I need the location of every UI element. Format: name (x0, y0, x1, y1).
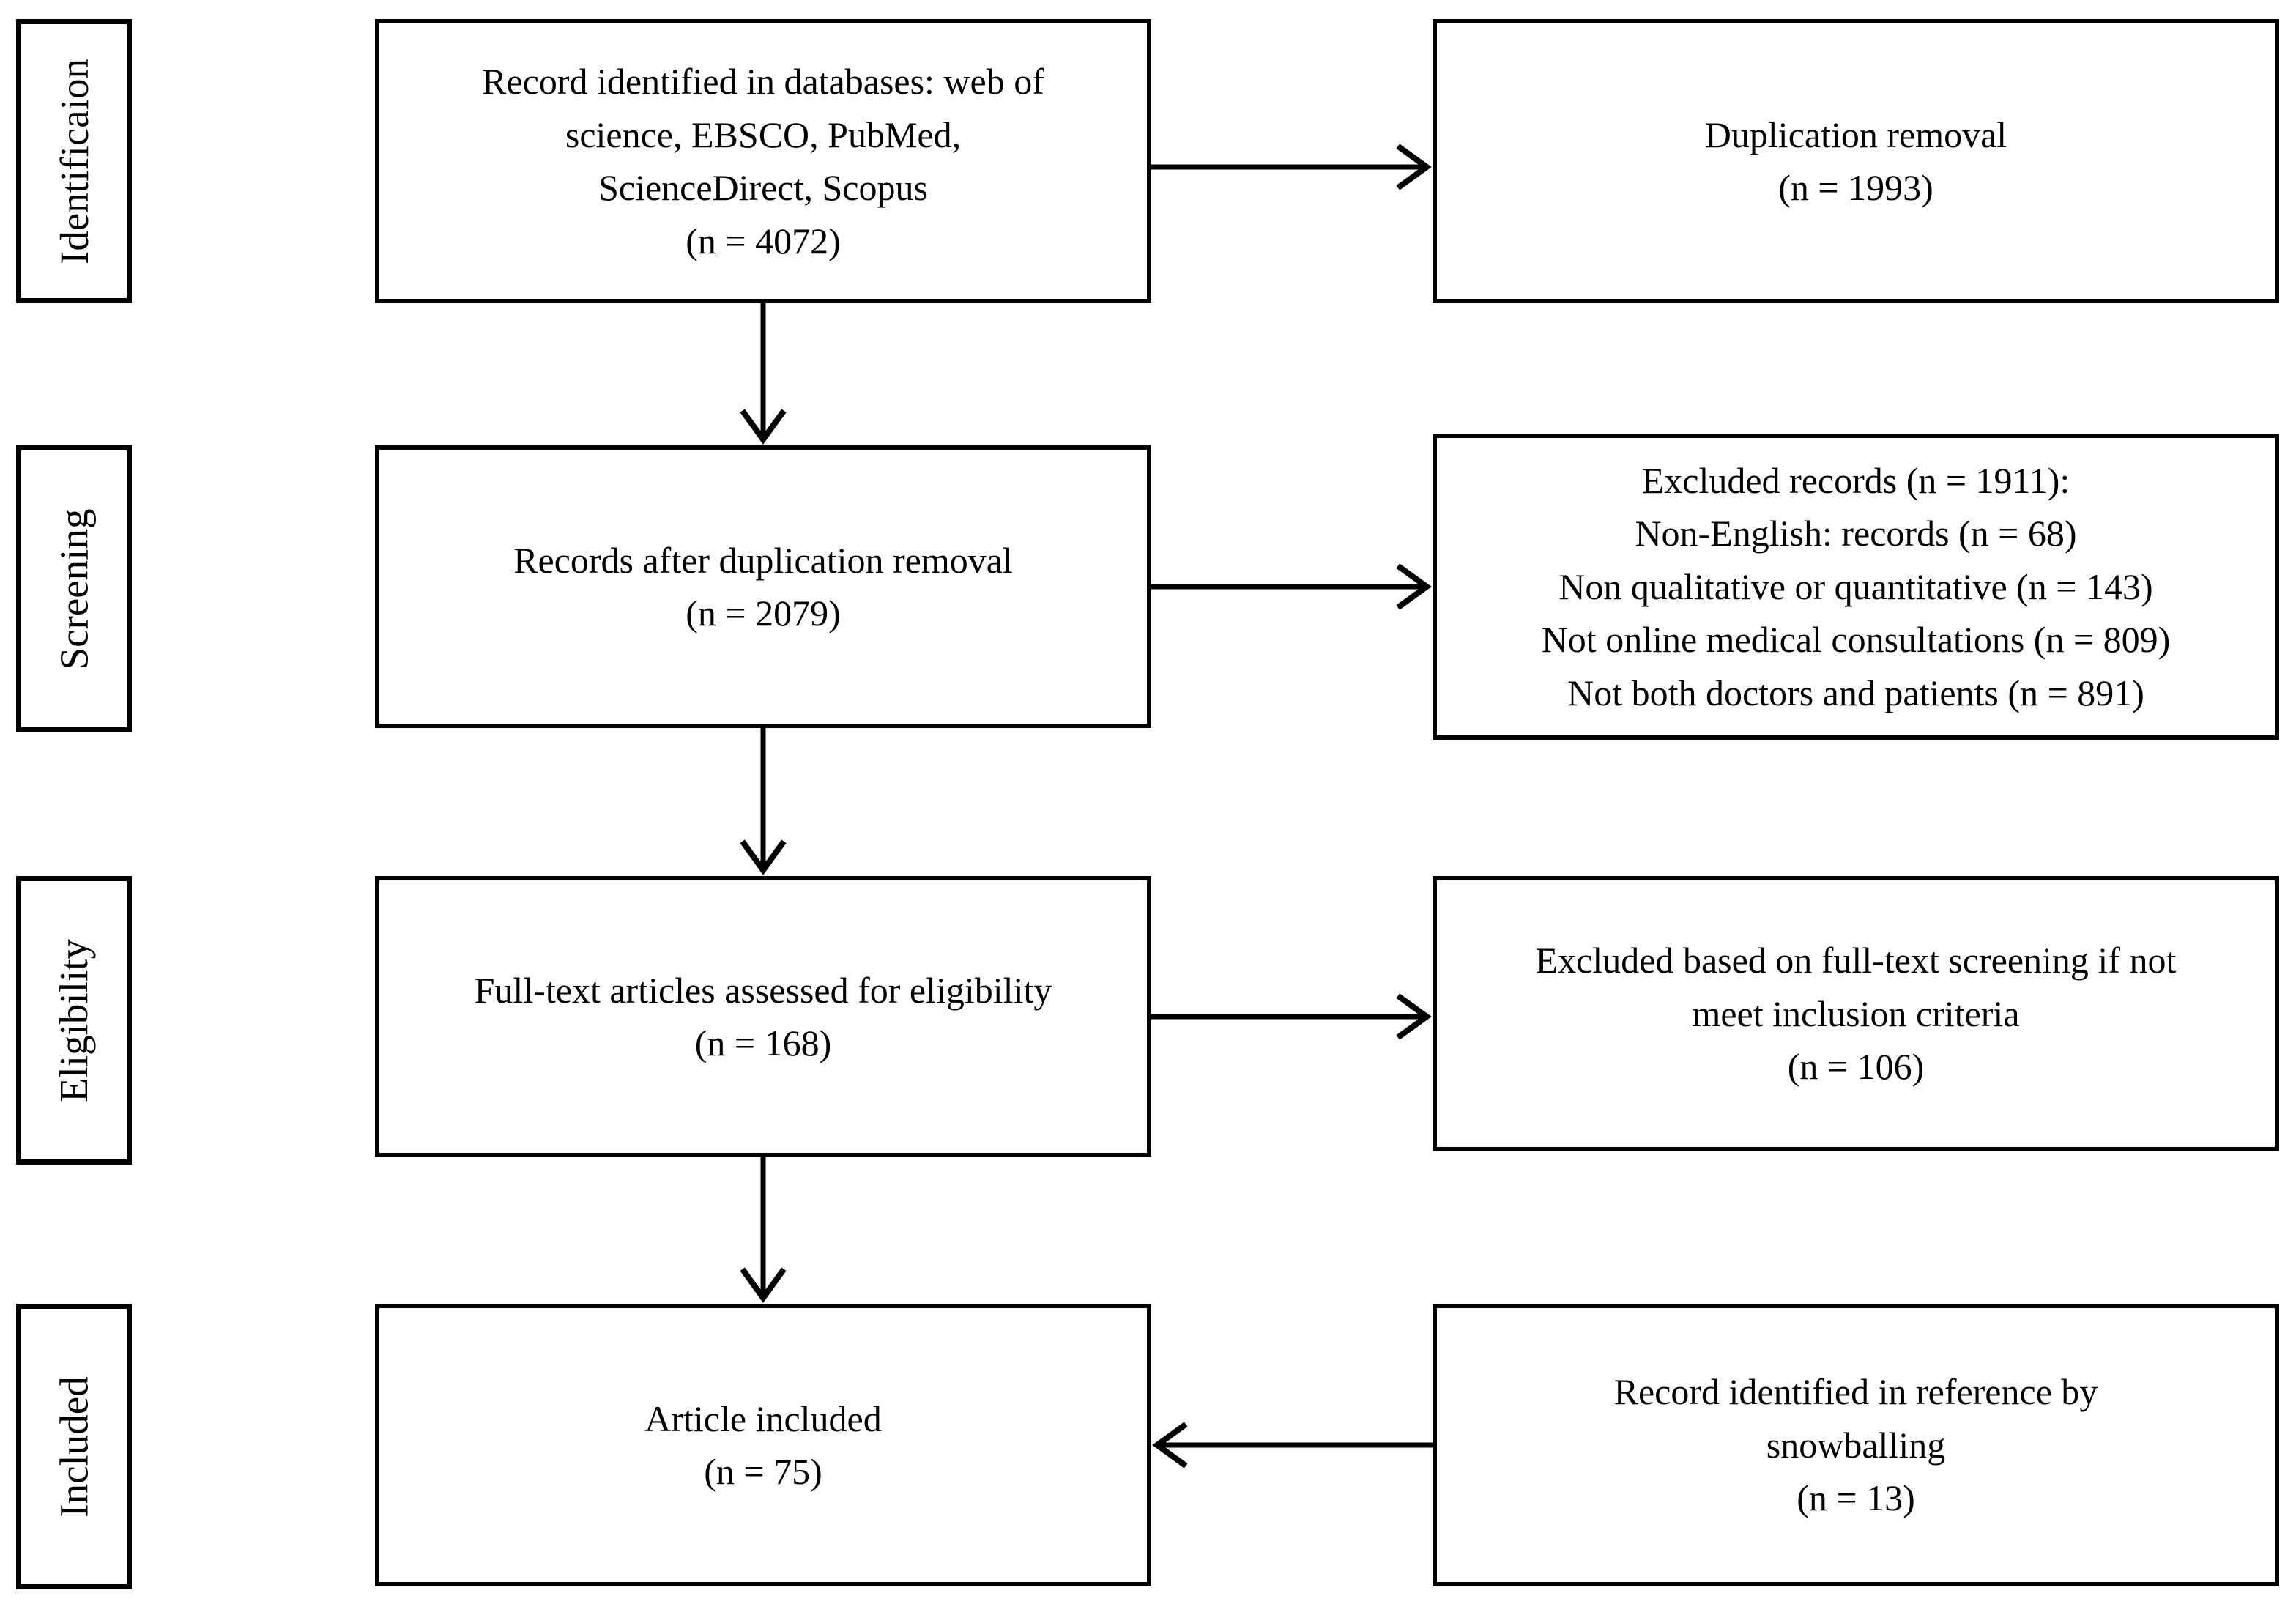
stage-label-screening-text: Screening (51, 508, 97, 669)
box-article-included: Article included (n = 75) (375, 1304, 1151, 1586)
box-fulltext-assessed: Full-text articles assessed for eligibil… (375, 876, 1151, 1157)
box-snowballing: Record identified in reference by snowba… (1433, 1304, 2279, 1586)
box-records-after-duplication: Records after duplication removal (n = 2… (375, 445, 1151, 728)
stage-label-screening: Screening (16, 445, 132, 732)
box-excluded-records-text: Excluded records (n = 1911): Non-English… (1541, 459, 2171, 713)
box-excluded-fulltext-text: Excluded based on full-text screening if… (1535, 940, 2177, 1088)
box-excluded-fulltext: Excluded based on full-text screening if… (1433, 876, 2279, 1151)
box-fulltext-assessed-text: Full-text articles assessed for eligibil… (474, 969, 1052, 1064)
box-article-included-text: Article included (n = 75) (644, 1397, 882, 1493)
box-duplication-removal: Duplication removal (n = 1993) (1433, 19, 2279, 303)
box-snowballing-text: Record identified in reference by snowba… (1613, 1371, 2098, 1519)
box-records-identified-text: Record identified in databases: web of s… (482, 61, 1044, 261)
box-records-identified: Record identified in databases: web of s… (375, 19, 1151, 303)
box-records-after-duplication-text: Records after duplication removal (n = 2… (513, 539, 1013, 634)
stage-label-eligibility: Eligibility (16, 876, 132, 1165)
box-excluded-records: Excluded records (n = 1911): Non-English… (1433, 434, 2279, 740)
stage-label-eligibility-text: Eligibility (51, 938, 97, 1102)
stage-label-identification-text: Identificaion (51, 58, 97, 264)
stage-label-identification: Identificaion (16, 19, 132, 303)
stage-label-included-text: Included (51, 1375, 97, 1518)
box-duplication-removal-text: Duplication removal (n = 1993) (1704, 114, 2007, 209)
stage-label-included: Included (16, 1304, 132, 1589)
